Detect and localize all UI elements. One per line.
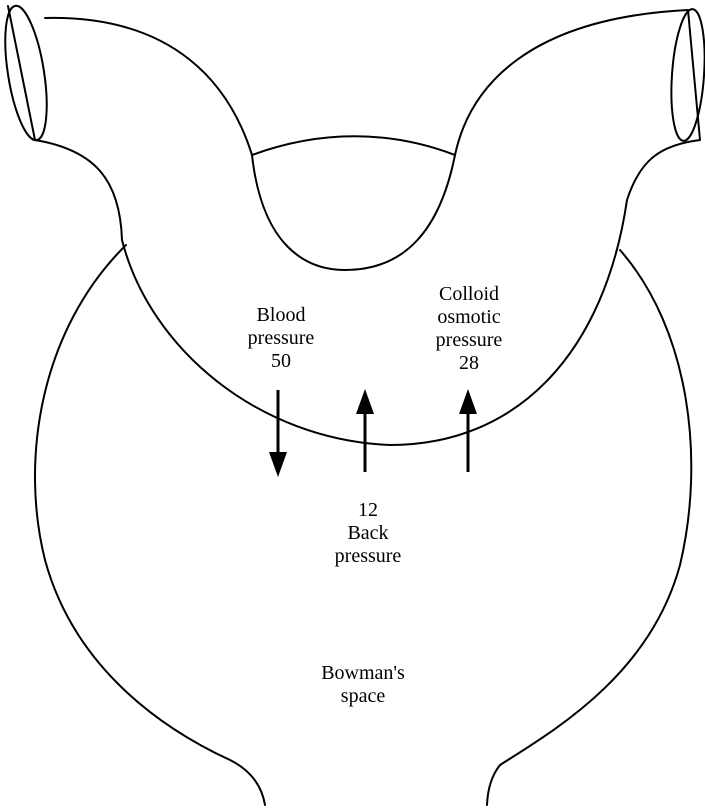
- efferent-vessel-opening: [667, 8, 705, 142]
- blood-pressure-line2: pressure: [241, 327, 321, 350]
- bowmans-capsule-right-wall: [487, 250, 691, 805]
- bowmans-space-line2: space: [313, 685, 413, 708]
- colloid-osmotic-line1: Colloid: [424, 283, 514, 306]
- back-pressure-arrow: [356, 389, 374, 472]
- blood-pressure-line1: Blood: [241, 304, 321, 327]
- colloid-osmotic-pressure-label: Colloid osmotic pressure 28: [424, 283, 514, 375]
- back-pressure-line2: pressure: [323, 545, 413, 568]
- colloid-osmotic-line2: osmotic: [424, 306, 514, 329]
- colloid-osmotic-line3: pressure: [424, 329, 514, 352]
- bowmans-capsule-left-wall: [35, 245, 265, 805]
- capillary-bowl-rim: [252, 136, 455, 155]
- bowmans-space-label: Bowman's space: [313, 662, 413, 708]
- blood-pressure-value: 50: [241, 350, 321, 373]
- afferent-vessel-opening: [0, 3, 54, 143]
- back-pressure-label: 12 Back pressure: [323, 499, 413, 568]
- capillary-tube-outer-edge: [8, 6, 700, 445]
- capillary-tube-inner-edge: [45, 10, 688, 270]
- back-pressure-value: 12: [323, 499, 413, 522]
- colloid-osmotic-value: 28: [424, 352, 514, 375]
- back-pressure-line1: Back: [323, 522, 413, 545]
- blood-pressure-arrow: [269, 390, 287, 477]
- bowmans-space-line1: Bowman's: [313, 662, 413, 685]
- blood-pressure-label: Blood pressure 50: [241, 304, 321, 373]
